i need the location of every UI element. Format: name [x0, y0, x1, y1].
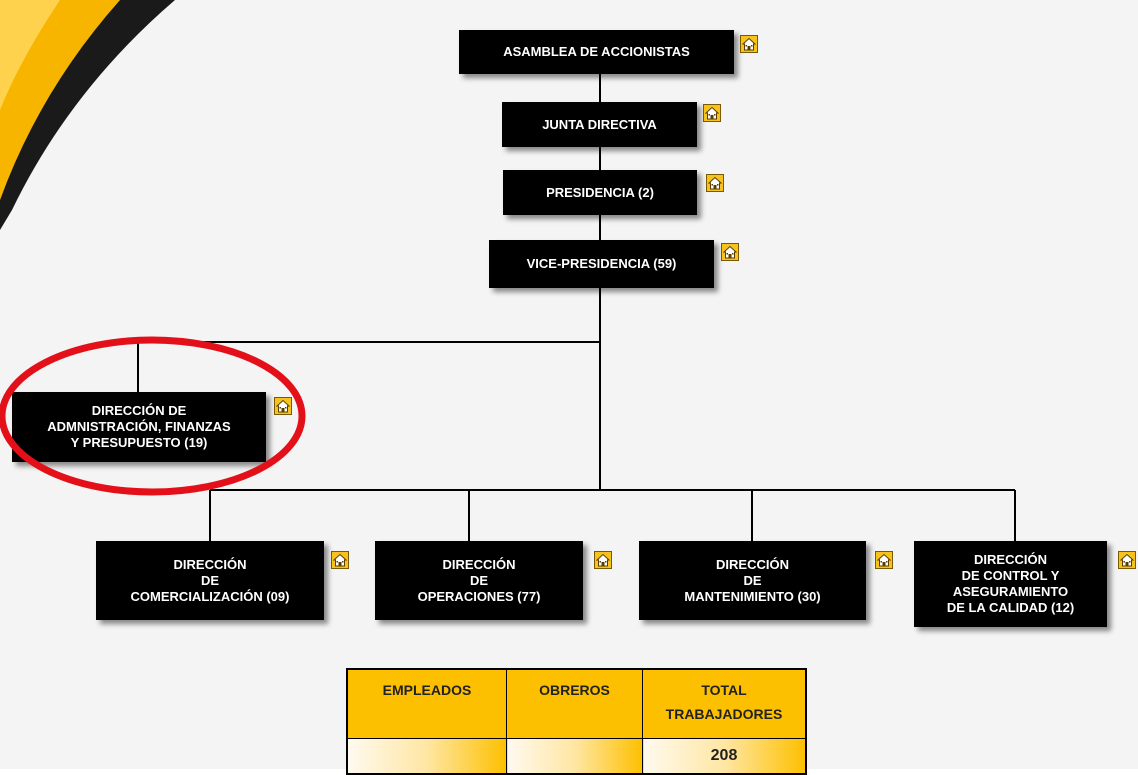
corner-decoration — [0, 0, 175, 230]
summary-value-row: 208 — [346, 738, 807, 775]
header-empleados: EMPLEADOS — [346, 668, 507, 739]
home-icon[interactable] — [331, 551, 349, 569]
value-total-trabajadores: 208 — [642, 738, 807, 775]
home-icon[interactable] — [274, 397, 292, 415]
box-vice-presidencia[interactable]: VICE-PRESIDENCIA (59) — [489, 240, 714, 288]
header-total-trabajadores: TOTAL TRABAJADORES — [642, 668, 807, 739]
box-direccion-operaciones[interactable]: DIRECCIÓN DE OPERACIONES (77) — [375, 541, 583, 620]
home-icon[interactable] — [1118, 551, 1136, 569]
home-icon[interactable] — [706, 174, 724, 192]
home-icon[interactable] — [875, 551, 893, 569]
value-empleados — [346, 738, 507, 775]
home-icon[interactable] — [721, 243, 739, 261]
home-icon[interactable] — [740, 35, 758, 53]
box-presidencia[interactable]: PRESIDENCIA (2) — [503, 170, 697, 215]
box-junta-directiva[interactable]: JUNTA DIRECTIVA — [502, 102, 697, 147]
summary-table: EMPLEADOS OBREROS TOTAL TRABAJADORES 208 — [346, 668, 807, 775]
home-icon[interactable] — [703, 104, 721, 122]
box-direccion-administracion[interactable]: DIRECCIÓN DE ADMNISTRACIÓN, FINANZAS Y P… — [12, 392, 266, 462]
box-direccion-comercializacion[interactable]: DIRECCIÓN DE COMERCIALIZACIÓN (09) — [96, 541, 324, 620]
box-asamblea-de-accionistas[interactable]: ASAMBLEA DE ACCIONISTAS — [459, 30, 734, 74]
box-direccion-mantenimiento[interactable]: DIRECCIÓN DE MANTENIMIENTO (30) — [639, 541, 866, 620]
box-direccion-calidad[interactable]: DIRECCIÓN DE CONTROL Y ASEGURAMIENTO DE … — [914, 541, 1107, 627]
home-icon[interactable] — [594, 551, 612, 569]
summary-header-row: EMPLEADOS OBREROS TOTAL TRABAJADORES — [346, 668, 807, 739]
header-obreros: OBREROS — [506, 668, 643, 739]
